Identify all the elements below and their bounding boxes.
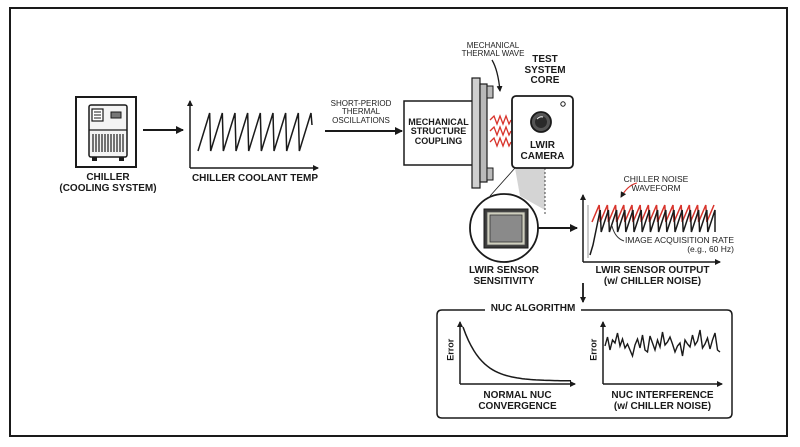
test-system-label: TEST SYSTEM CORE: [520, 54, 570, 87]
rate-pointer: [611, 225, 625, 242]
sensor-output-chart: [580, 182, 721, 265]
left-chart-line1: NORMAL NUC: [483, 390, 552, 401]
thermal-wave-label: MECHANICAL THERMAL WAVE: [448, 41, 538, 59]
sensor-label: LWIR SENSOR SENSITIVITY: [454, 265, 554, 287]
interference-curve: [604, 329, 721, 359]
coupling-line3: COUPLING: [414, 135, 463, 146]
nuc-box: [436, 309, 733, 419]
sensor-line2: SENSITIVITY: [473, 275, 535, 287]
right-ylabel: Error: [588, 338, 599, 361]
thermal-wave-line1: MECHANICAL: [466, 41, 520, 50]
left-ylabel: Error: [445, 338, 456, 361]
camera-beam: [515, 168, 545, 210]
nuc-right-chart: [600, 321, 723, 387]
nuc-left-chart: [457, 321, 576, 387]
right-chart-line2: (w/ CHILLER NOISE): [613, 400, 712, 412]
camera-line2: CAMERA: [520, 150, 565, 162]
chiller-label-line1: CHILLER: [86, 172, 130, 183]
bolt-icon: [486, 167, 494, 181]
test-system-line2: SYSTEM: [524, 64, 566, 76]
noise-annotation: CHILLER NOISE WAVEFORM: [616, 175, 696, 193]
oscillation-line1: SHORT-PERIOD: [330, 99, 392, 108]
oscillation-label: SHORT-PERIOD THERMAL OSCILLATIONS: [318, 99, 404, 125]
right-chart-label: NUC INTERFERENCE (w/ CHILLER NOISE): [600, 390, 725, 412]
noise-annotation-line2: WAVEFORM: [631, 182, 681, 193]
chiller-label: CHILLER (COOLING SYSTEM): [58, 172, 158, 194]
coolant-sawtooth: [197, 112, 313, 152]
convergence-curve: [462, 326, 571, 382]
left-chart-label: NORMAL NUC CONVERGENCE: [460, 390, 575, 412]
rate-annotation: IMAGE ACQUISITION RATE (e.g., 60 Hz): [624, 236, 734, 254]
thermal-wave-pointer: [491, 59, 503, 92]
coolant-chart-label: CHILLER COOLANT TEMP: [191, 173, 319, 184]
noise-pointer: [620, 182, 638, 198]
chiller-unit-icon: [75, 96, 137, 168]
rate-annotation-line2: (e.g., 60 Hz): [687, 243, 734, 254]
sensor-chip-icon: [469, 193, 539, 263]
chiller-label-line2: (COOLING SYSTEM): [59, 182, 157, 194]
sensor-output-line1: LWIR SENSOR OUTPUT: [595, 265, 710, 276]
acquisition-waveform: [589, 209, 716, 256]
coupling-box: [403, 100, 474, 166]
camera-label: LWIR CAMERA: [512, 140, 573, 162]
right-chart-line1: NUC INTERFERENCE: [611, 390, 714, 401]
camera-line1: LWIR: [530, 140, 555, 151]
lwir-camera: [511, 95, 574, 169]
sensor-output-line2: (w/ CHILLER NOISE): [603, 275, 702, 287]
coupling-label: MECHANICAL STRUCTURE COUPLING: [404, 117, 473, 146]
oscillation-line2: THERMAL: [341, 107, 381, 117]
noise-annotation-line1: CHILLER NOISE: [623, 174, 689, 184]
test-system-line1: TEST: [532, 54, 558, 65]
oscillation-line3: OSCILLATIONS: [332, 115, 390, 125]
chiller-noise-waveform: [591, 204, 715, 223]
sensor-output-label: LWIR SENSOR OUTPUT (w/ CHILLER NOISE): [590, 265, 715, 287]
coupling-line2: STRUCTURE: [410, 126, 467, 137]
thermal-wave-line2: THERMAL WAVE: [461, 49, 525, 59]
diagram-frame: [9, 7, 788, 437]
thermal-wave-icon: [489, 114, 512, 148]
rate-annotation-line1: IMAGE ACQUISITION RATE: [625, 235, 734, 245]
mounting-plate: [471, 77, 494, 189]
left-chart-line2: CONVERGENCE: [478, 400, 557, 412]
coupling-line1: MECHANICAL: [408, 117, 469, 127]
bolt-icon: [486, 85, 494, 99]
coolant-chart: [187, 100, 319, 171]
test-system-line3: CORE: [530, 75, 560, 86]
nuc-title: NUC ALGORITHM: [487, 303, 579, 315]
sensor-line1: LWIR SENSOR: [468, 265, 539, 276]
chiller-vents: [92, 134, 124, 152]
